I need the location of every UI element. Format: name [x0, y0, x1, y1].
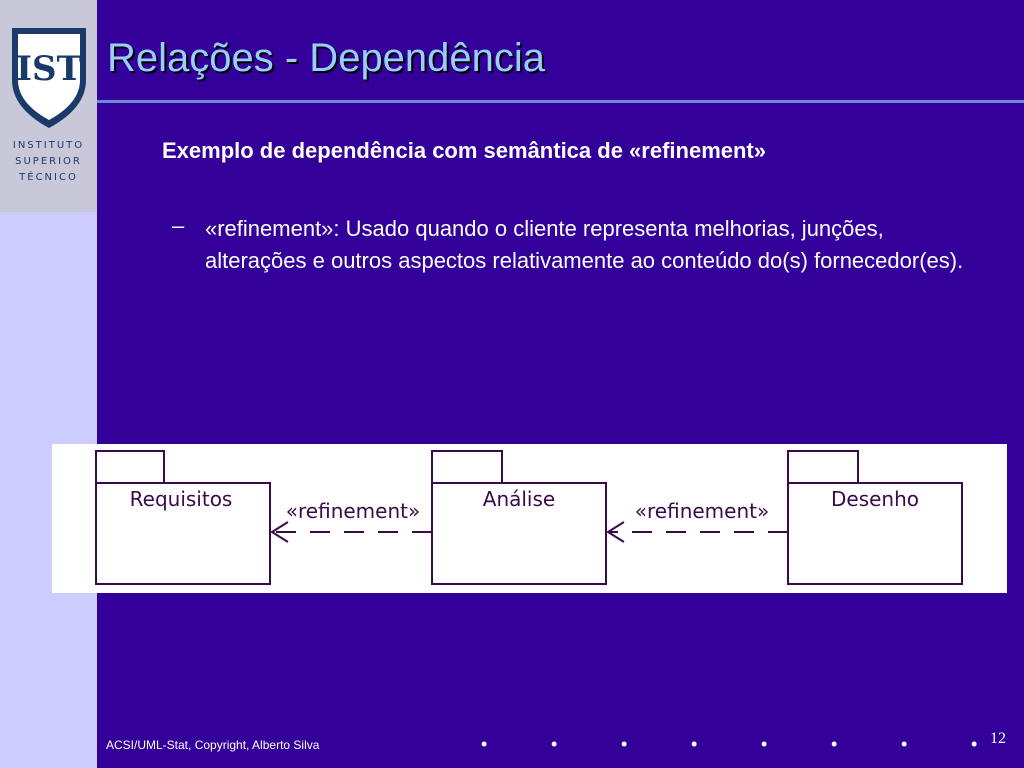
- bullet-dot-icon: •: [761, 734, 768, 754]
- logo-line-1: INSTITUTO: [12, 140, 85, 151]
- package-tab-desenho: [787, 450, 859, 484]
- package-label-requisitos: Requisitos: [130, 487, 233, 511]
- sidebar: IST INSTITUTO SUPERIOR TÉCNICO: [0, 0, 97, 768]
- bullet-dot-icon: •: [691, 734, 698, 754]
- bullet-dot-icon: •: [481, 734, 488, 754]
- package-tab-analise: [431, 450, 503, 484]
- bullet-dot-icon: •: [831, 734, 838, 754]
- arrowhead-1: [270, 521, 289, 543]
- arrowhead-2: [606, 521, 625, 543]
- logo-line-2: SUPERIOR: [15, 156, 82, 167]
- slide-title: Relações - Dependência: [107, 36, 546, 80]
- dependency-label-1: «refinement»: [286, 499, 420, 523]
- title-divider: [97, 100, 1024, 103]
- slide-heading: Exemplo de dependência com semântica de …: [162, 138, 766, 163]
- bullet-dash: –: [172, 213, 185, 238]
- footer-dots: • • • • • • • •: [481, 734, 991, 754]
- package-body-requisitos: [95, 482, 271, 585]
- bullet-text: «refinement»: Usado quando o cliente rep…: [205, 216, 964, 273]
- footer-copyright: ACSI/UML-Stat, Copyright, Alberto Silva: [106, 738, 320, 752]
- bullet-dot-icon: •: [971, 734, 978, 754]
- package-body-desenho: [787, 482, 963, 585]
- shield-logo-icon: IST: [12, 28, 86, 128]
- package-body-analise: [431, 482, 607, 585]
- logo-line-3: TÉCNICO: [19, 172, 78, 183]
- bullet-dot-icon: •: [901, 734, 908, 754]
- ist-logo: IST INSTITUTO SUPERIOR TÉCNICO: [0, 0, 97, 212]
- package-tab-requisitos: [95, 450, 165, 484]
- uml-package-diagram: Requisitos Análise Desenho «refinement» …: [52, 444, 1007, 593]
- package-label-desenho: Desenho: [831, 487, 919, 511]
- package-label-analise: Análise: [483, 487, 555, 511]
- bullet-dot-icon: •: [621, 734, 628, 754]
- dependency-label-2: «refinement»: [635, 499, 769, 523]
- page-number: 12: [990, 730, 1006, 747]
- bullet-dot-icon: •: [551, 734, 558, 754]
- diagram-canvas: Requisitos Análise Desenho «refinement» …: [95, 450, 963, 585]
- svg-text:IST: IST: [16, 49, 82, 89]
